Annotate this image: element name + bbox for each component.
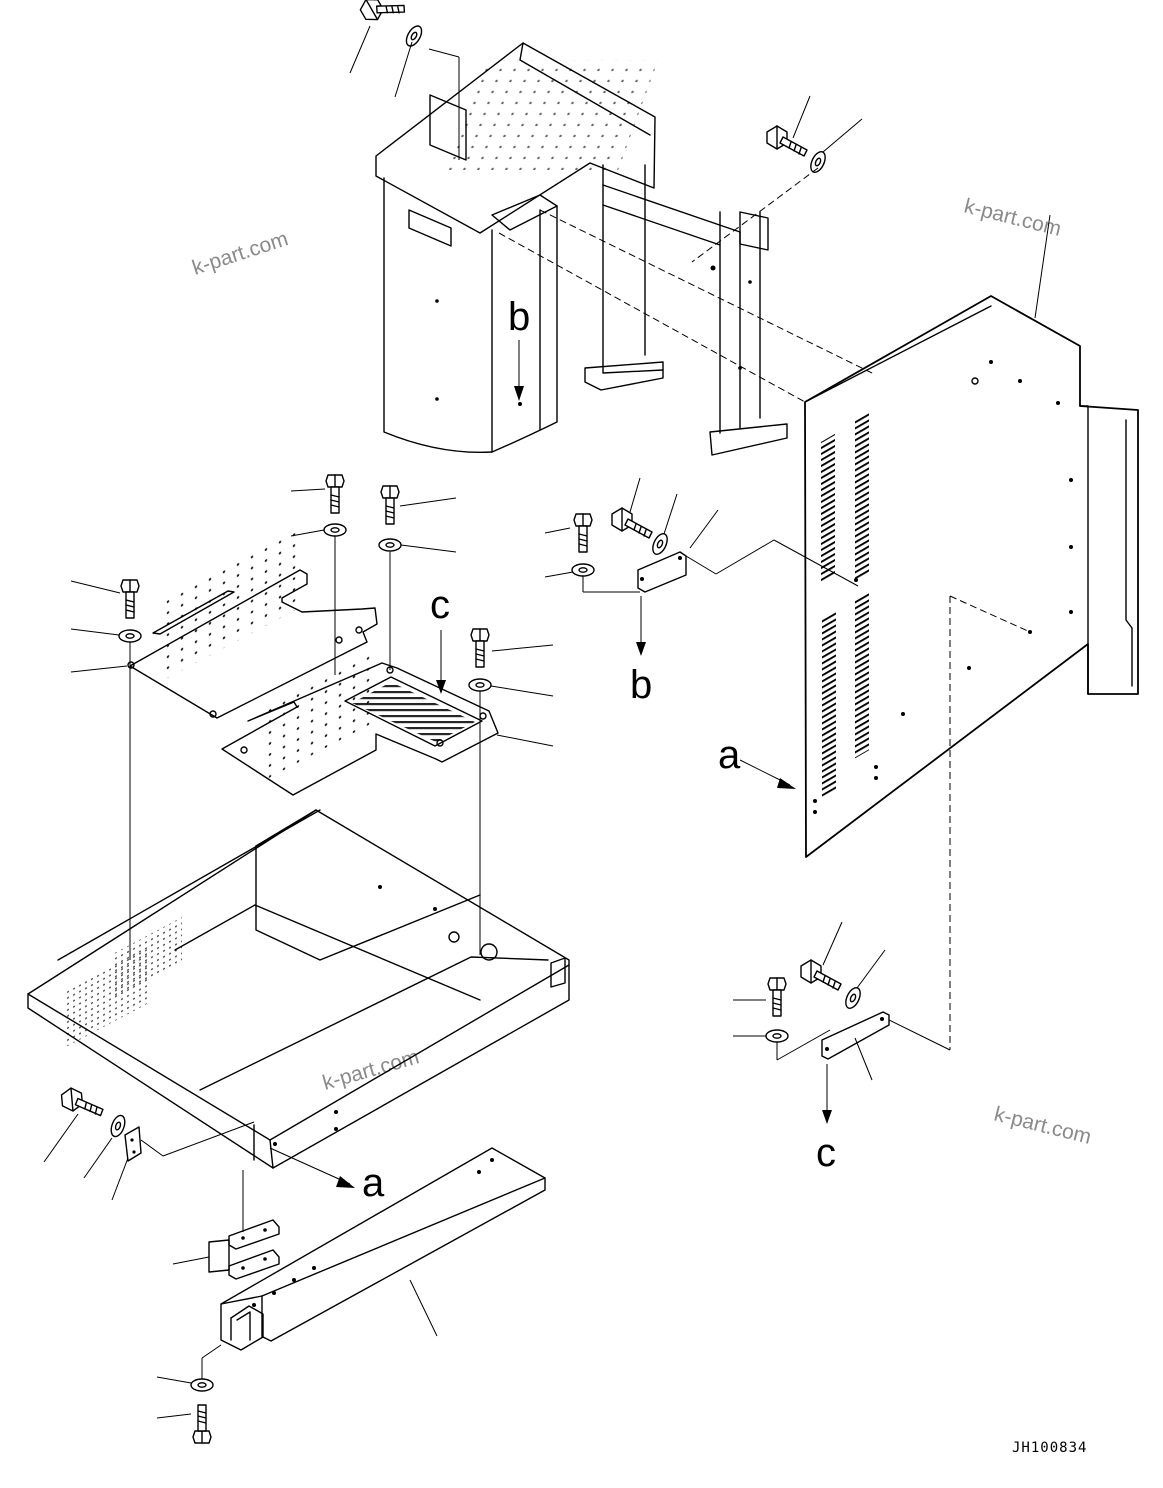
washer-floor-3 [378, 538, 402, 552]
watermark-3: k-part.com [320, 1045, 422, 1094]
bolt-bracket-c-diag [800, 959, 842, 991]
watermark-1: k-part.com [189, 227, 290, 280]
washer-floor-4 [468, 678, 492, 692]
washer-beam-bottom [190, 1378, 214, 1392]
callout-b-top: b [508, 295, 530, 339]
shim-plates [208, 1219, 280, 1280]
bolt-bracket-c-vertical [767, 977, 787, 1017]
callout-a-bottom: a [362, 1161, 385, 1205]
callout-a-top: a [718, 733, 741, 777]
washer-bracket-c-2 [842, 984, 864, 1012]
washer-bracket-b-2 [649, 530, 671, 558]
bolt-bracket-b-diag [611, 507, 653, 539]
bolt-floor-4 [470, 628, 490, 668]
callout-c-bottom: c [816, 1131, 836, 1175]
washer-bracket-c-1 [765, 1029, 789, 1043]
washer-bracket-b-1 [571, 563, 595, 577]
leader-bolt-top-frame [349, 25, 371, 74]
bracket-b [637, 551, 687, 593]
leader-washer-top-frame [394, 41, 413, 98]
washer-top-frame [402, 22, 426, 50]
callout-c-top: c [430, 583, 450, 627]
bolt-floor-1 [120, 579, 140, 619]
bolt-beam-bottom [192, 1404, 212, 1444]
washer-right-upper [807, 148, 829, 176]
top-frame-assembly [375, 42, 788, 456]
watermark-2: k-part.com [962, 195, 1064, 241]
leader-side-panel [1034, 214, 1051, 319]
floor-plate-right-with-grate [221, 649, 499, 796]
spacer-plate-base-left [124, 1126, 142, 1162]
bolt-floor-2 [325, 474, 345, 514]
watermark-4: k-part.com [992, 1103, 1094, 1149]
drawing-code: JH100834 [1012, 1440, 1087, 1456]
base-frame [27, 809, 570, 1169]
bolt-right-upper [766, 125, 808, 157]
bolt-base-left [60, 1084, 105, 1120]
side-cover-panel [804, 295, 1139, 858]
floor-plate-left [127, 527, 378, 719]
bracket-c [821, 1011, 890, 1060]
washer-floor-2 [323, 523, 347, 537]
bolt-floor-3 [380, 485, 400, 525]
bolt-bracket-b-vertical [573, 513, 593, 553]
bolt-top-frame [356, 0, 408, 32]
channel-beam [220, 1147, 546, 1351]
washer-floor-1 [118, 629, 142, 643]
callout-b-bottom: b [630, 663, 652, 707]
